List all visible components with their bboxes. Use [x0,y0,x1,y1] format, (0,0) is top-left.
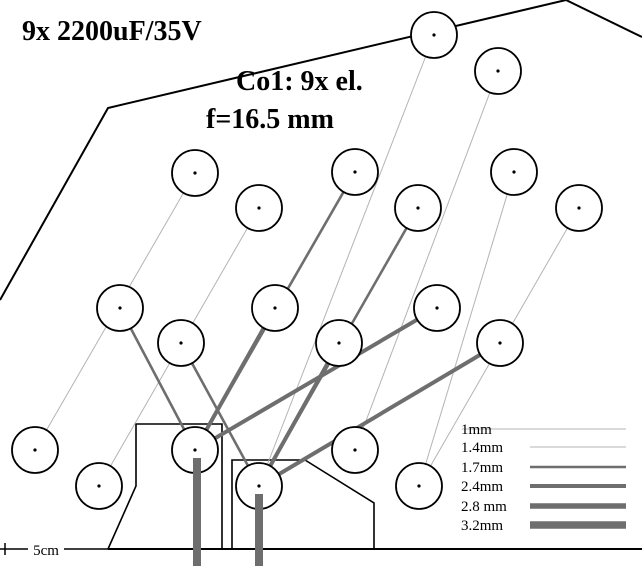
legend-label: 1.7mm [461,460,503,476]
thin-wire [258,34,435,487]
legend-label: 2.4mm [461,479,503,495]
legend: 1mm 1.4mm 1.7mm 2.4mm 2.8 mm 3.2mm [461,422,507,534]
thin-wire [354,70,499,451]
legend-label: 1mm [461,422,492,438]
scale-label: 5cm [33,543,59,559]
legend-label: 1.4mm [461,440,503,456]
wire [257,341,502,488]
scale-bar: 5cm [0,543,108,559]
legend-label: 2.8 mm [461,499,507,515]
wire [193,306,439,452]
subtitle-line1: Co1: 9x el. [236,66,363,97]
wire [257,342,341,487]
capacitor-center-dots [33,33,581,488]
output-leads [193,458,263,566]
thin-wire [418,171,515,487]
extra-heavy-wires [530,503,626,529]
legend-label: 3.2mm [461,518,503,534]
board-outline [0,0,642,301]
wire [118,307,197,451]
thin-wires [34,34,626,487]
heavy-wires [193,306,626,488]
wire [193,307,277,451]
subtitle-line2: f=16.5 mm [206,104,334,135]
terminal-block-left [107,423,223,550]
title: 9x 2200uF/35V [22,16,202,47]
wire [179,342,261,487]
